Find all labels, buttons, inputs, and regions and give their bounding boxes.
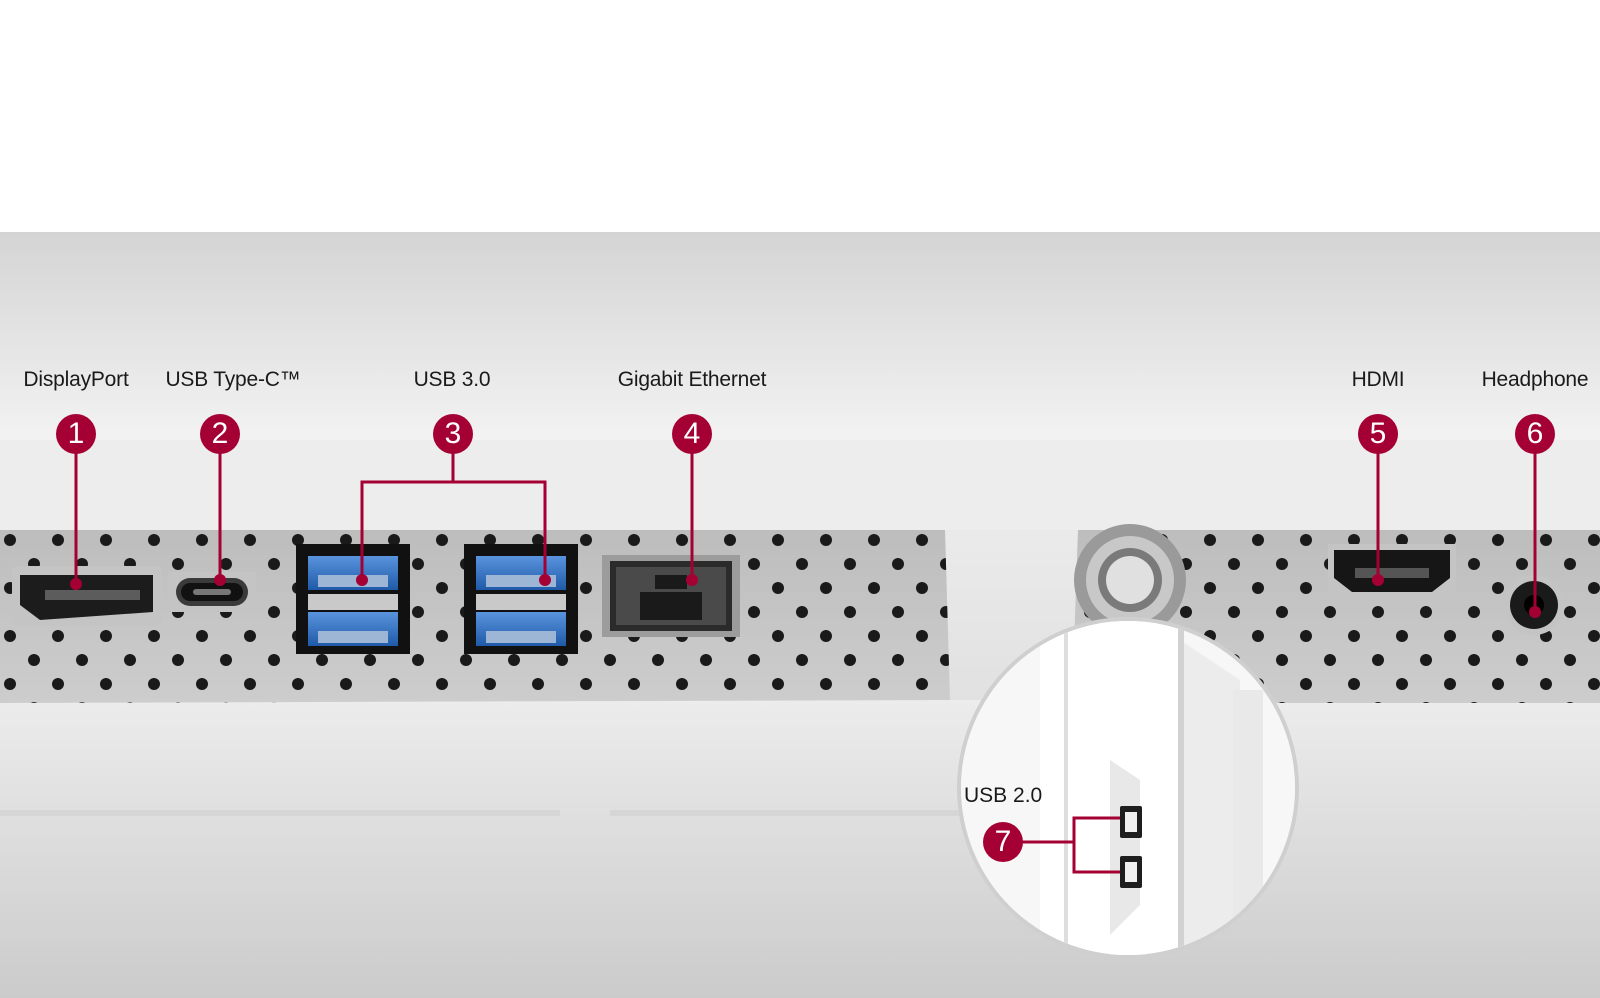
badge-2: 2 <box>200 414 240 454</box>
hdmi-icon <box>1328 544 1456 600</box>
usb3-icon <box>464 544 578 654</box>
badge-5: 5 <box>1358 414 1398 454</box>
usb2-inset <box>957 617 1299 959</box>
label-usb-2: USB 2.0 <box>964 784 1043 807</box>
label-usb-type-c: USB Type-C™ <box>165 368 301 391</box>
badge-4: 4 <box>672 414 712 454</box>
badge-7: 7 <box>983 822 1023 862</box>
badge-3: 3 <box>433 414 473 454</box>
usb2-icon <box>1120 856 1142 888</box>
callout-lines <box>74 434 1537 874</box>
usb3-icon <box>296 544 410 654</box>
label-headphone: Headphone <box>1481 368 1589 391</box>
dc-power-connector-icon <box>1074 524 1186 636</box>
ethernet-icon <box>602 555 740 637</box>
usb2-icon <box>1120 806 1142 838</box>
displayport-icon <box>12 566 162 626</box>
label-usb-3: USB 3.0 <box>413 368 491 391</box>
label-displayport: DisplayPort <box>23 368 129 391</box>
badge-6: 6 <box>1515 414 1555 454</box>
label-hdmi: HDMI <box>1351 368 1405 391</box>
usb-c-icon <box>168 572 256 612</box>
badge-1: 1 <box>56 414 96 454</box>
label-gigabit-ethernet: Gigabit Ethernet <box>617 368 767 391</box>
